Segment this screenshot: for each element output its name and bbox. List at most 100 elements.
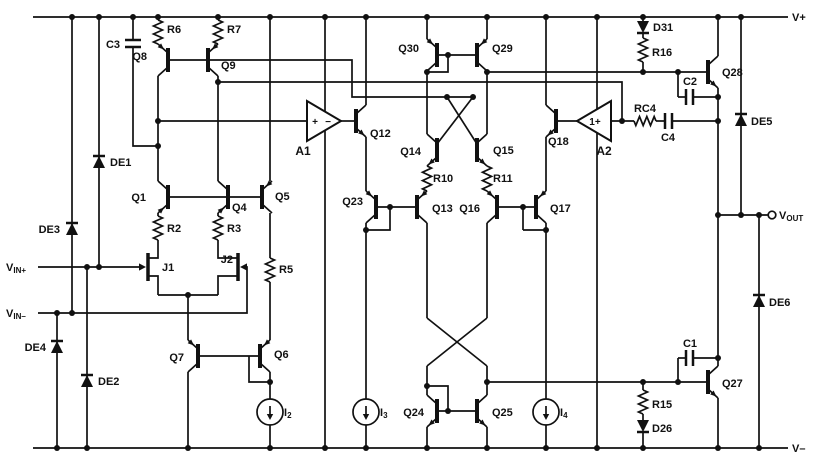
label-D26: D26 — [652, 423, 672, 435]
junction-dot — [756, 445, 762, 451]
junction-dot — [675, 69, 681, 75]
junction-dots — [54, 14, 762, 451]
emitter-arrow — [212, 43, 219, 50]
transistor-Q27 — [706, 365, 719, 399]
emitter-arrow — [540, 190, 547, 197]
label-R15: R15 — [652, 399, 672, 411]
amplifiers — [306, 99, 612, 143]
label-Q5: Q5 — [275, 191, 290, 203]
emitter-arrow — [426, 38, 433, 45]
label-Q4: Q4 — [232, 202, 248, 214]
resistor — [211, 215, 225, 241]
junction-dot — [445, 408, 451, 414]
label-D31: D31 — [653, 22, 673, 34]
transistor-Q30 — [426, 38, 439, 72]
junction-dot — [267, 445, 273, 451]
jfets — [139, 253, 247, 281]
label-a2_gain: 1+ — [589, 117, 601, 128]
junction-dot — [69, 310, 75, 316]
diode-triangle — [93, 156, 105, 168]
wire — [436, 96, 474, 145]
emitter-arrow — [217, 207, 224, 214]
wire — [217, 275, 238, 295]
emitter-arrow — [479, 158, 486, 165]
wire — [446, 96, 478, 145]
resistor — [480, 165, 494, 192]
label-RC4: RC4 — [634, 103, 657, 115]
wire — [148, 240, 159, 259]
label-C4: C4 — [661, 132, 676, 144]
junction-dot — [640, 14, 646, 20]
label-Q13: Q13 — [432, 203, 453, 215]
transistor-Q8 — [157, 43, 170, 77]
vout-terminal — [767, 210, 777, 220]
amp-a1-triangle — [306, 99, 343, 143]
junction-dot — [363, 227, 369, 233]
transistor-Q16 — [486, 190, 499, 224]
junction-dot — [185, 292, 191, 298]
junction-dot — [387, 204, 393, 210]
diode-triangle — [66, 223, 78, 235]
junction-dot — [84, 445, 90, 451]
junction-dot — [69, 14, 75, 20]
label-i3: I3 — [380, 407, 388, 420]
label-Q30: Q30 — [398, 43, 419, 55]
junction-dot — [715, 118, 721, 124]
wire — [38, 266, 248, 314]
capacitors — [125, 38, 695, 366]
transistor-Q12 — [354, 104, 367, 138]
resistor — [211, 19, 225, 45]
junction-dot — [675, 379, 681, 385]
junction-dot — [594, 14, 600, 20]
wire — [132, 47, 158, 147]
junction-dot — [363, 445, 369, 451]
transistor-Q29 — [475, 38, 488, 72]
diode-triangle — [753, 295, 765, 307]
label-Q9: Q9 — [221, 60, 236, 72]
label-DE5: DE5 — [751, 116, 772, 128]
wire — [218, 81, 623, 121]
emitter-arrow — [547, 129, 554, 136]
junction-dot — [267, 379, 273, 385]
junction-dot — [484, 14, 490, 20]
label-Q18: Q18 — [548, 136, 569, 148]
junction-dot — [130, 14, 136, 20]
junction-dot — [54, 310, 60, 316]
junction-dot — [484, 445, 490, 451]
junction-dot — [322, 14, 328, 20]
junction-dot — [619, 118, 625, 124]
label-Q28: Q28 — [722, 67, 743, 79]
junction-dot — [738, 212, 744, 218]
diode-triangle — [637, 21, 649, 33]
junction-dot — [84, 264, 90, 270]
emitter-arrow — [481, 38, 488, 45]
junction-dot — [424, 14, 430, 20]
label-DE4: DE4 — [25, 342, 47, 354]
transistor-Q18 — [545, 104, 558, 138]
transistor-Q24 — [426, 394, 439, 428]
label-R10: R10 — [433, 173, 453, 185]
label-C2: C2 — [683, 76, 697, 88]
label-vin_minus: VIN– — [6, 308, 26, 321]
gate-arrow-J1 — [139, 263, 146, 271]
label-Q1: Q1 — [131, 192, 146, 204]
gate-arrow-J2 — [240, 263, 247, 271]
amp-a2-triangle — [575, 99, 612, 143]
label-Q8: Q8 — [132, 51, 147, 63]
transistor-Q14 — [426, 133, 439, 167]
junction-dot — [424, 445, 430, 451]
resistor — [263, 257, 277, 283]
label-Q27: Q27 — [722, 378, 743, 390]
junction-dot — [738, 14, 744, 20]
transistors — [157, 38, 719, 428]
current-sources — [256, 398, 560, 426]
label-R11: R11 — [493, 173, 513, 185]
resistor — [636, 37, 650, 63]
label-J1: J1 — [162, 262, 174, 274]
wire — [148, 275, 159, 295]
label-vplus: V+ — [792, 12, 806, 24]
junction-dot — [640, 379, 646, 385]
label-A2: A2 — [596, 144, 612, 158]
emitter-arrow — [479, 419, 486, 426]
label-Q16: Q16 — [459, 203, 480, 215]
